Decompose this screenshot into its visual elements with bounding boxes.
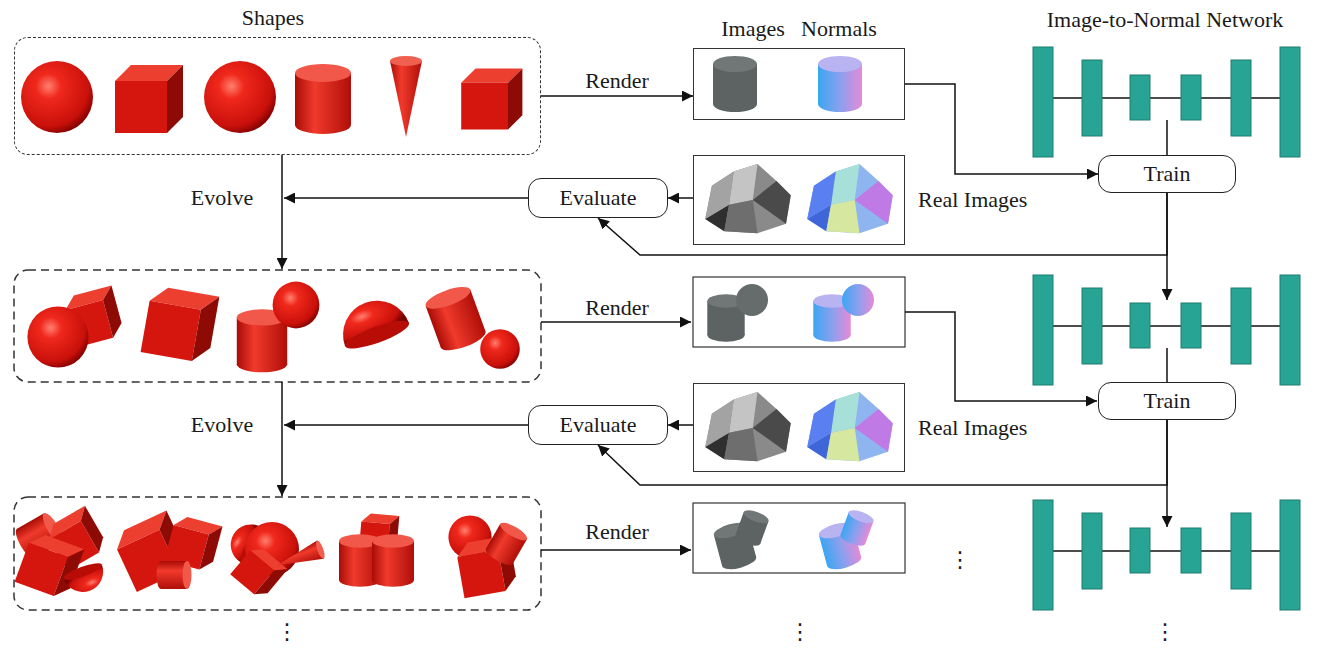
render-label: Render (585, 519, 649, 545)
render-label: Render (585, 68, 649, 94)
box-text: Train (1144, 388, 1191, 414)
render-panel: ImagesNormals (693, 48, 905, 120)
flow-lines (282, 155, 1167, 550)
real-images (705, 164, 893, 461)
flow-arrow (1166, 120, 1168, 155)
ellipsis-mark: ⋮ (1154, 620, 1176, 644)
evolved-shapes (12, 506, 529, 601)
evolve-label: Evolve (191, 185, 253, 211)
ellipsis-mark: ⋮ (276, 620, 298, 644)
real-image-panel: Real Images (693, 155, 905, 245)
evaluate-box: Evaluate (528, 178, 668, 218)
box-heading: Shapes (242, 5, 304, 31)
box-heading: Normals (801, 16, 877, 42)
flow-arrow (905, 84, 1098, 174)
network-block: Image-to-Normal Network (1030, 40, 1302, 120)
box-heading: Image-to-Normal Network (1047, 7, 1283, 33)
box-text: Evaluate (560, 185, 637, 211)
box-text: Train (1144, 161, 1191, 187)
box-heading: Real Images (918, 415, 1027, 441)
image-to-normal-network (1033, 47, 1300, 610)
flow-arrow (668, 197, 693, 199)
flow-arrow (598, 193, 1167, 255)
rendered-images (693, 56, 905, 573)
evaluate-box: Evaluate (528, 405, 668, 445)
ellipsis-mark: ⋮ (789, 620, 811, 644)
shape-set-box (14, 270, 541, 382)
train-box: Train (1098, 382, 1236, 420)
flow-arrow (668, 424, 693, 426)
box-heading: Real Images (918, 187, 1027, 213)
box-text: Evaluate (560, 412, 637, 438)
train-box: Train (1098, 155, 1236, 193)
evolve-label: Evolve (191, 412, 253, 438)
flow-arrow (598, 420, 1167, 485)
real-image-panel: Real Images (693, 383, 905, 472)
shape-set-box: Shapes (14, 37, 541, 155)
evolved-shapes (27, 282, 519, 373)
shape-set-box (14, 497, 541, 610)
ellipsis-mark: ⋮ (949, 548, 971, 572)
render-label: Render (585, 295, 649, 321)
flow-arrow (541, 95, 693, 97)
primitive-shapes (21, 56, 522, 137)
box-heading: Images (721, 16, 785, 42)
